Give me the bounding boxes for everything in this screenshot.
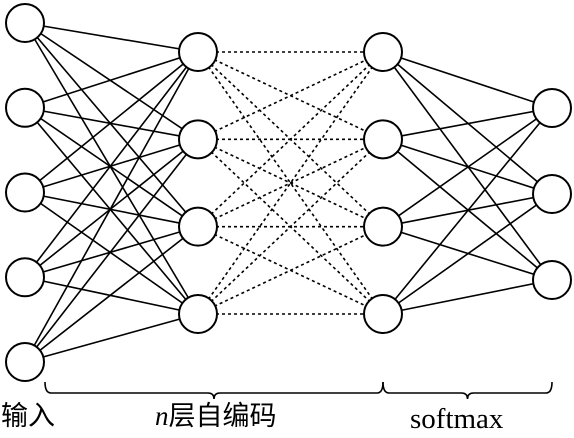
connection-edge: [382, 51, 553, 109]
connection-edge: [24, 51, 199, 109]
connection-edge: [24, 276, 199, 315]
softmax-node: [532, 260, 572, 300]
input-node: [5, 3, 45, 43]
autoencoder-label-n: n: [155, 401, 169, 431]
connection-edge: [382, 107, 553, 228]
input-node: [5, 87, 45, 128]
connection-edge: [24, 22, 199, 53]
connection-edge: [24, 313, 199, 363]
connection-edge: [24, 22, 199, 140]
connection-edge: [24, 226, 199, 363]
connection-edge: [24, 191, 199, 228]
encoder-input-node: [178, 119, 218, 160]
encoder-output-node: [363, 206, 403, 247]
encoder-output-node: [363, 294, 403, 334]
connection-edge: [24, 22, 199, 228]
encoder-input-node: [178, 206, 218, 247]
connection-edge: [382, 193, 553, 315]
dotted-connection-edge: [197, 51, 384, 141]
softmax-brace: [382, 381, 553, 400]
connection-edge: [24, 22, 199, 315]
autoencoder-hidden-connections: [197, 51, 384, 315]
encoder-to-softmax-connections: [382, 51, 553, 315]
connection-edge: [24, 191, 199, 315]
connection-edge: [382, 107, 553, 315]
input-label: 输入: [1, 401, 55, 432]
autoencoder-brace: [44, 381, 384, 400]
connection-edge: [382, 107, 553, 141]
softmax-label: softmax: [410, 403, 504, 435]
softmax-node: [532, 174, 572, 214]
encoder-input-node: [178, 294, 218, 334]
encoder-output-node: [363, 32, 403, 72]
encoder-output-node: [363, 119, 403, 160]
input-to-encoder-connections: [24, 22, 199, 363]
autoencoder-label-text: 层自编码: [168, 401, 277, 432]
layer-braces: [44, 381, 553, 400]
input-node: [5, 172, 45, 213]
autoencoder-label: n层自编码: [155, 401, 277, 432]
softmax-node: [532, 88, 572, 128]
dotted-connection-edge: [197, 51, 384, 228]
connection-edge: [24, 51, 199, 194]
connection-edge: [24, 107, 199, 228]
connection-edge: [24, 51, 199, 363]
input-node: [5, 342, 45, 382]
dotted-connection-edge: [197, 138, 384, 315]
dotted-connection-edge: [197, 138, 384, 228]
connection-edge: [24, 51, 199, 278]
network-nodes: [5, 3, 572, 382]
connection-edge: [24, 106, 199, 141]
encoder-input-node: [178, 32, 218, 72]
input-node: [5, 257, 45, 298]
dotted-connection-edge: [197, 225, 384, 315]
connection-edge: [382, 279, 553, 315]
connection-edge: [24, 107, 199, 315]
connection-edge: [24, 138, 199, 363]
